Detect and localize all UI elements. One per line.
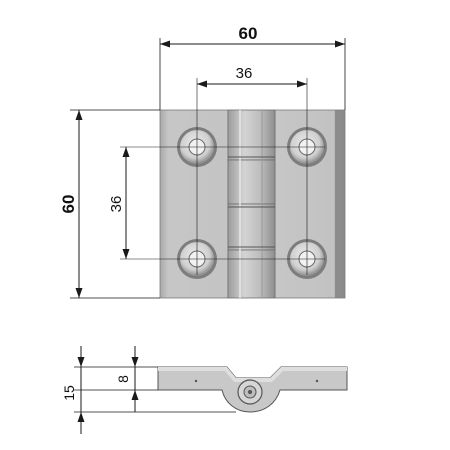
dimension-total-height: 15: [61, 346, 85, 434]
leaf-height-label: 8: [115, 375, 131, 383]
hole-spacing-width-label: 36: [236, 65, 253, 82]
side-extension-lines: [74, 366, 236, 413]
total-height-label: 15: [61, 385, 77, 401]
hinge-knuckle: [227, 109, 276, 299]
overall-height-label: 60: [59, 195, 78, 214]
overall-width-label: 60: [239, 24, 258, 43]
dimension-overall-width: 60: [160, 24, 345, 48]
hinge-side-view: [157, 366, 348, 413]
dimension-hole-spacing-height: 36: [108, 147, 130, 259]
dimension-leaf-height: 8: [115, 346, 139, 412]
hinge-pin: [237, 379, 263, 405]
dimension-overall-height: 60: [59, 110, 83, 298]
hole-spacing-height-label: 36: [108, 196, 125, 213]
extension-lines: [70, 38, 346, 299]
hole-center-lines: [120, 78, 325, 275]
dimension-hole-spacing-width: 36: [197, 65, 307, 88]
hinge-top-view: [70, 38, 346, 299]
